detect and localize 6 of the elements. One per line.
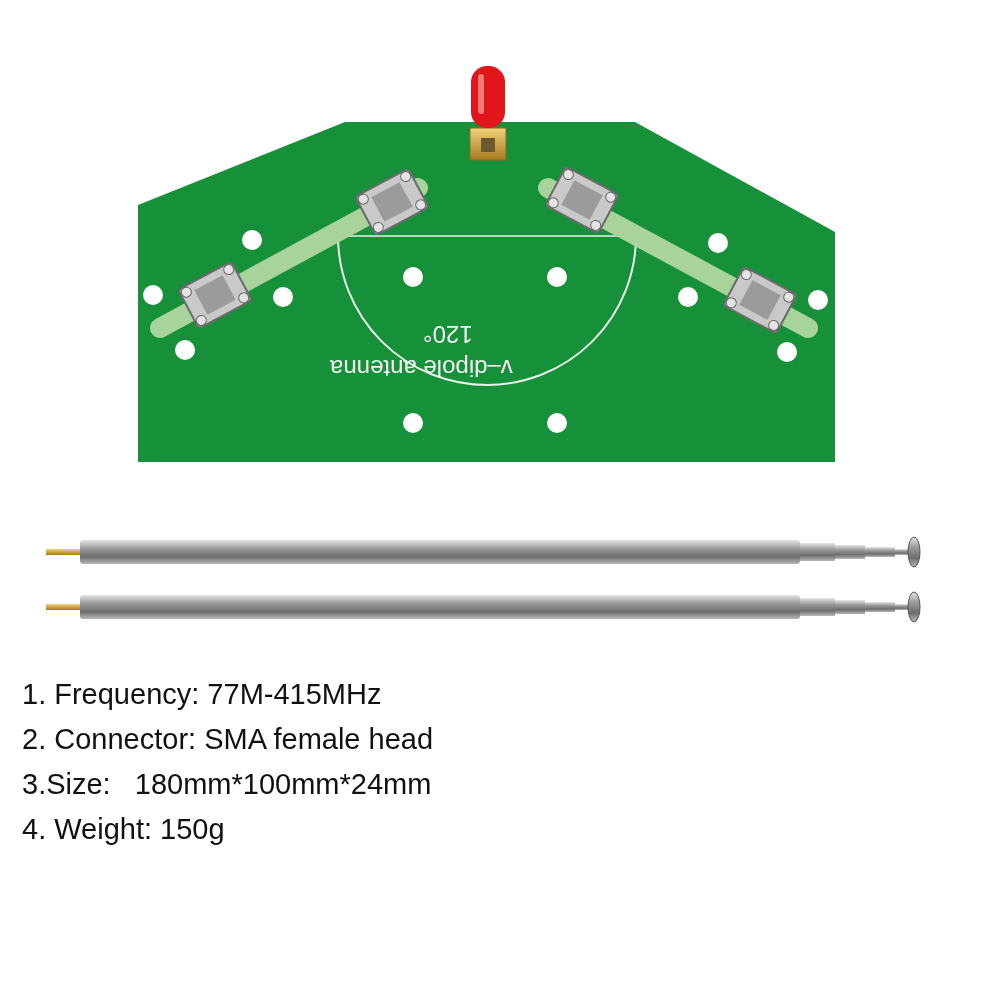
silkscreen-text: 120° xyxy=(423,322,473,346)
spec-text: 2. Connector: SMA female head xyxy=(22,725,434,754)
spec-text: 1. Frequency: 77M-415MHz xyxy=(22,680,382,709)
spec-text: 3.Size: 180mm*100mm*24mm xyxy=(22,770,432,799)
spec-text: 4. Weight: 150g xyxy=(22,815,225,844)
silkscreen-text: v–dipole antenna xyxy=(330,356,513,380)
